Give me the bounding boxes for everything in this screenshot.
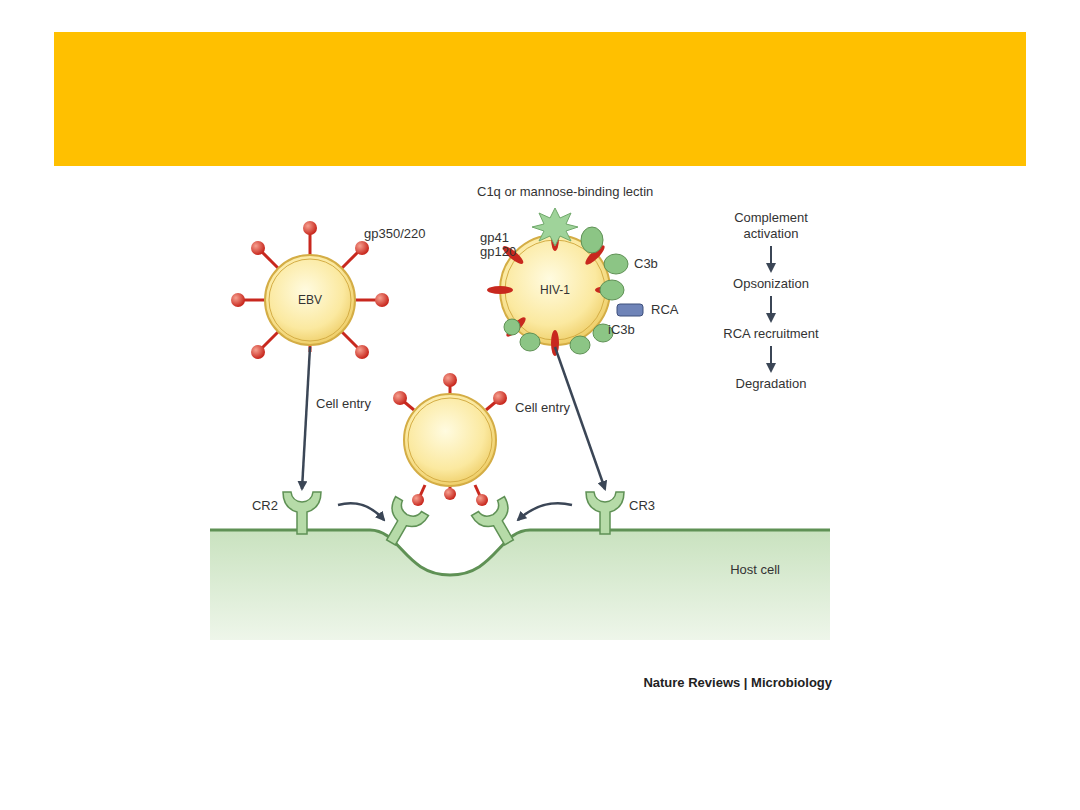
connector-arrow bbox=[555, 347, 605, 489]
process-step: Opsonization bbox=[714, 274, 828, 294]
title-banner bbox=[54, 32, 1026, 166]
process-step: Degradation bbox=[714, 374, 828, 394]
connector-arrow bbox=[770, 296, 772, 321]
part-label: gp41 bbox=[480, 230, 509, 246]
connector-arrow bbox=[302, 347, 310, 489]
node-label: Host cell bbox=[730, 562, 780, 578]
node-label: RCA recruitment bbox=[716, 326, 826, 342]
process-step: RCA recruitment bbox=[714, 324, 828, 344]
node-label: HIV-1 bbox=[540, 282, 570, 298]
node-label: CR3 bbox=[629, 498, 655, 514]
virus-hiv: HIV-1 bbox=[500, 235, 610, 345]
receptor-cr2: CR2 bbox=[282, 492, 322, 534]
host-cell: Host cell bbox=[210, 530, 830, 640]
source-caption: Nature Reviews | Microbiology bbox=[643, 675, 832, 691]
part-label: iC3b bbox=[608, 322, 635, 338]
edge-label: Cell entry bbox=[513, 400, 572, 416]
part-label: C1q or mannose-binding lectin bbox=[477, 184, 653, 200]
node-label: Opsonization bbox=[716, 276, 826, 292]
part-label: gp120 bbox=[480, 244, 516, 260]
edge-label: Cell entry bbox=[314, 396, 373, 412]
connector-arrow bbox=[770, 346, 772, 371]
part-label: C3b bbox=[634, 256, 658, 272]
receptor-cr3: CR3 bbox=[585, 492, 625, 534]
node-label: CR2 bbox=[252, 498, 278, 514]
node-label: Complement activation bbox=[716, 210, 826, 242]
part-label: gp350/220 bbox=[364, 226, 425, 242]
process-step: Complement activation bbox=[714, 208, 828, 244]
node-label: EBV bbox=[298, 292, 322, 308]
virus-ebv: EBV bbox=[265, 255, 355, 345]
connector-arrow bbox=[770, 246, 772, 271]
node-label: Degradation bbox=[716, 376, 826, 392]
part-label: RCA bbox=[651, 302, 678, 318]
